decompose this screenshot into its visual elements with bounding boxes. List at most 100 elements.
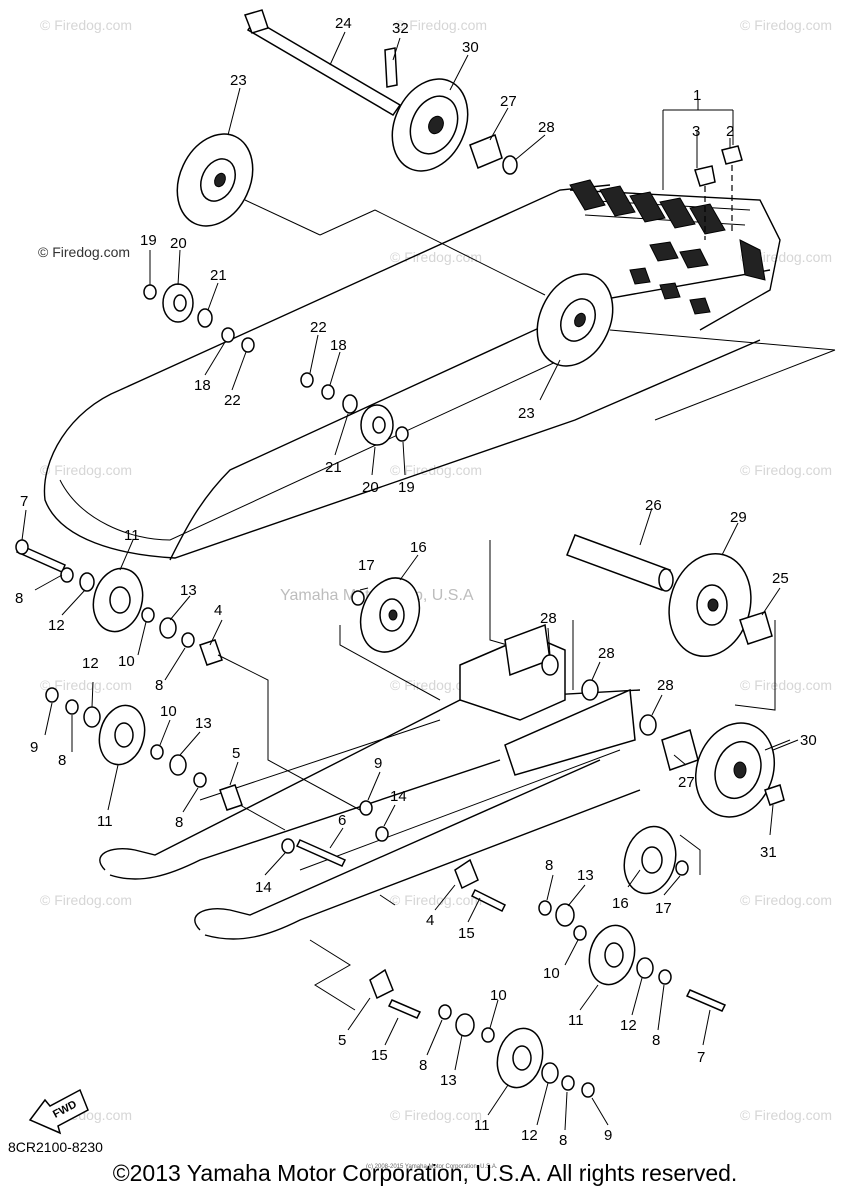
- callout-16: 16: [612, 895, 629, 912]
- watermark-dark: © Firedog.com: [38, 244, 130, 260]
- top-axle: [244, 9, 402, 116]
- clip-group: [662, 100, 743, 240]
- watermark: © Firedog.com: [740, 17, 832, 33]
- washer-set-right: [300, 372, 409, 446]
- callout-14: 14: [390, 788, 407, 805]
- bushing-25: [739, 611, 773, 645]
- callout-12: 12: [82, 655, 99, 672]
- callout-23: 23: [518, 405, 535, 422]
- callout-30: 30: [462, 39, 479, 56]
- callout-13: 13: [577, 867, 594, 884]
- callout-29: 29: [730, 509, 747, 526]
- callout-12: 12: [521, 1127, 538, 1144]
- callout-28: 28: [657, 677, 674, 694]
- callout-11: 11: [97, 813, 113, 830]
- callout-21: 21: [325, 459, 342, 476]
- track-belt: [43, 184, 781, 561]
- callout-17: 17: [358, 557, 375, 574]
- watermark: © Firedog.com: [40, 462, 132, 478]
- track-lugs: [569, 179, 766, 315]
- callout-31: 31: [760, 844, 777, 861]
- slide-rail-lower: [194, 749, 641, 940]
- callout-15: 15: [458, 925, 475, 942]
- callout-23: 23: [230, 72, 247, 89]
- callout-26: 26: [645, 497, 662, 514]
- wheel-30-lower: [661, 722, 785, 818]
- watermark: © Firedog.com: [740, 677, 832, 693]
- callout-1: 1: [693, 87, 701, 104]
- callout-14: 14: [255, 879, 272, 896]
- watermark: © Firedog.com: [40, 892, 132, 908]
- callout-8: 8: [419, 1057, 427, 1074]
- wheel-16-upper: [351, 577, 421, 653]
- lower-wheel-stack-1: [454, 858, 727, 1012]
- fwd-arrow: FWD: [28, 1088, 89, 1135]
- callout-25: 25: [772, 570, 789, 587]
- callout-21: 21: [210, 267, 227, 284]
- wheel-23-left: [176, 133, 254, 227]
- callout-18: 18: [330, 337, 347, 354]
- callout-10: 10: [160, 703, 177, 720]
- callout-28: 28: [538, 119, 555, 136]
- callout-19: 19: [398, 479, 415, 496]
- callout-28: 28: [540, 610, 557, 627]
- left-wheel-stack: [15, 539, 243, 811]
- callout-5: 5: [232, 745, 240, 762]
- callout-2: 2: [726, 123, 734, 140]
- lower-wheel-stack-2: [369, 968, 595, 1098]
- callout-17: 17: [655, 900, 672, 917]
- callout-19: 19: [140, 232, 157, 249]
- callout-13: 13: [440, 1072, 457, 1089]
- slide-rail-upper: [99, 689, 641, 880]
- watermark: © Firedog.com: [390, 1107, 482, 1123]
- callout-18: 18: [194, 377, 211, 394]
- bolt-6: [281, 800, 389, 867]
- callout-15: 15: [371, 1047, 388, 1064]
- wheel-16-lower: [623, 825, 689, 895]
- callout-11: 11: [474, 1117, 490, 1134]
- callout-9: 9: [374, 755, 382, 772]
- callout-20: 20: [362, 479, 379, 496]
- callout-11: 11: [124, 527, 140, 544]
- callout-27: 27: [678, 774, 695, 791]
- watermark: © Firedog.com: [390, 677, 482, 693]
- callout-32: 32: [392, 20, 409, 37]
- watermark: © Firedog.com: [740, 892, 832, 908]
- callout-9: 9: [604, 1127, 612, 1144]
- wheel-30-top: [391, 78, 469, 172]
- callout-10: 10: [490, 987, 507, 1004]
- watermark: © Firedog.com: [40, 677, 132, 693]
- callout-8: 8: [652, 1032, 660, 1049]
- callout-4: 4: [426, 912, 434, 929]
- shaft-26: [566, 534, 674, 592]
- bushing-27-top: [469, 134, 518, 175]
- callout-4: 4: [214, 602, 222, 619]
- callout-10: 10: [543, 965, 560, 982]
- callout-7: 7: [20, 493, 28, 510]
- watermark: © Firedog.com: [390, 892, 482, 908]
- callout-16: 16: [410, 539, 427, 556]
- watermark: © Firedog.com: [40, 17, 132, 33]
- callout-8: 8: [15, 590, 23, 607]
- wheel-29: [668, 552, 752, 658]
- callout-20: 20: [170, 235, 187, 252]
- wheel-23-right: [536, 273, 614, 367]
- callout-8: 8: [545, 857, 553, 874]
- callout-6: 6: [338, 812, 346, 829]
- fine-print: (c) 2008-2015 Yamaha Motor Corporation, …: [366, 1164, 498, 1170]
- callout-8: 8: [559, 1132, 567, 1149]
- callout-labels: 24 32 30 27 28 23 1 3 2 19 20 21 18 22 2…: [15, 15, 817, 1149]
- callout-9: 9: [30, 739, 38, 756]
- watermark: © Firedog.com: [390, 462, 482, 478]
- cross-member: [459, 623, 636, 776]
- callout-11: 11: [568, 1012, 584, 1029]
- watermark: © Firedog.com: [740, 462, 832, 478]
- callout-12: 12: [48, 617, 65, 634]
- callout-5: 5: [338, 1032, 346, 1049]
- callout-3: 3: [692, 123, 700, 140]
- callout-8: 8: [58, 752, 66, 769]
- callout-28: 28: [598, 645, 615, 662]
- watermark: © Firedog.com: [740, 249, 832, 265]
- callout-10: 10: [118, 653, 135, 670]
